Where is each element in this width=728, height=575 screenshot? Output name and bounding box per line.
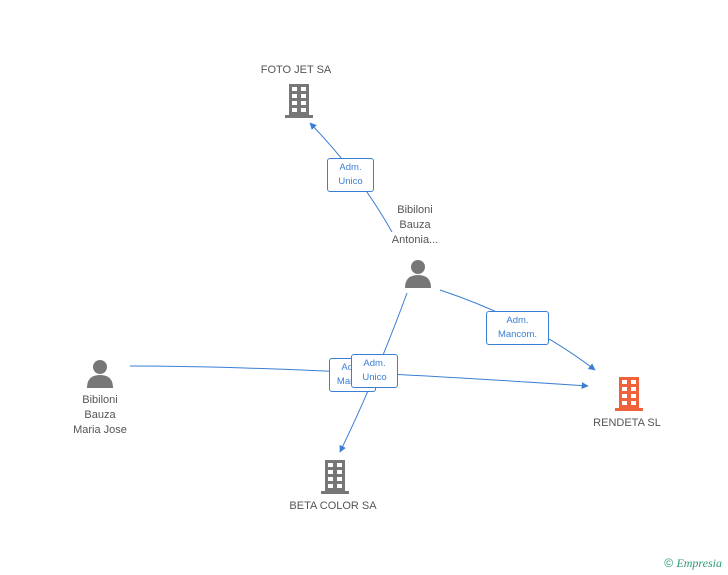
- company-label-beta-color[interactable]: BETA COLOR SA: [289, 500, 377, 512]
- building-icon[interactable]: [283, 84, 315, 118]
- copyright-symbol: ©: [664, 556, 674, 570]
- empresia-watermark: © Empresia: [664, 556, 722, 571]
- edge-label-antonia-rendeta: Adm. Mancom.: [486, 311, 549, 345]
- building-icon[interactable]: [613, 377, 645, 411]
- person-icon[interactable]: [85, 358, 115, 388]
- building-icon[interactable]: [319, 460, 351, 494]
- empresia-logo: Empresia: [676, 556, 722, 570]
- person-icon[interactable]: [403, 258, 433, 288]
- edge-maria-to-rendeta: [129, 365, 589, 390]
- edge-label-antonia-foto-jet: Adm. Unico: [327, 158, 374, 192]
- person-label-bibiloni-antonia[interactable]: Bibiloni Bauza Antonia...: [391, 204, 439, 246]
- company-label-foto-jet[interactable]: FOTO JET SA: [260, 64, 332, 76]
- edge-label-antonia-beta-color: Adm. Unico: [351, 354, 398, 388]
- person-label-bibiloni-maria[interactable]: Bibiloni Bauza Maria Jose: [73, 394, 127, 436]
- company-label-rendeta[interactable]: RENDETA SL: [593, 417, 661, 429]
